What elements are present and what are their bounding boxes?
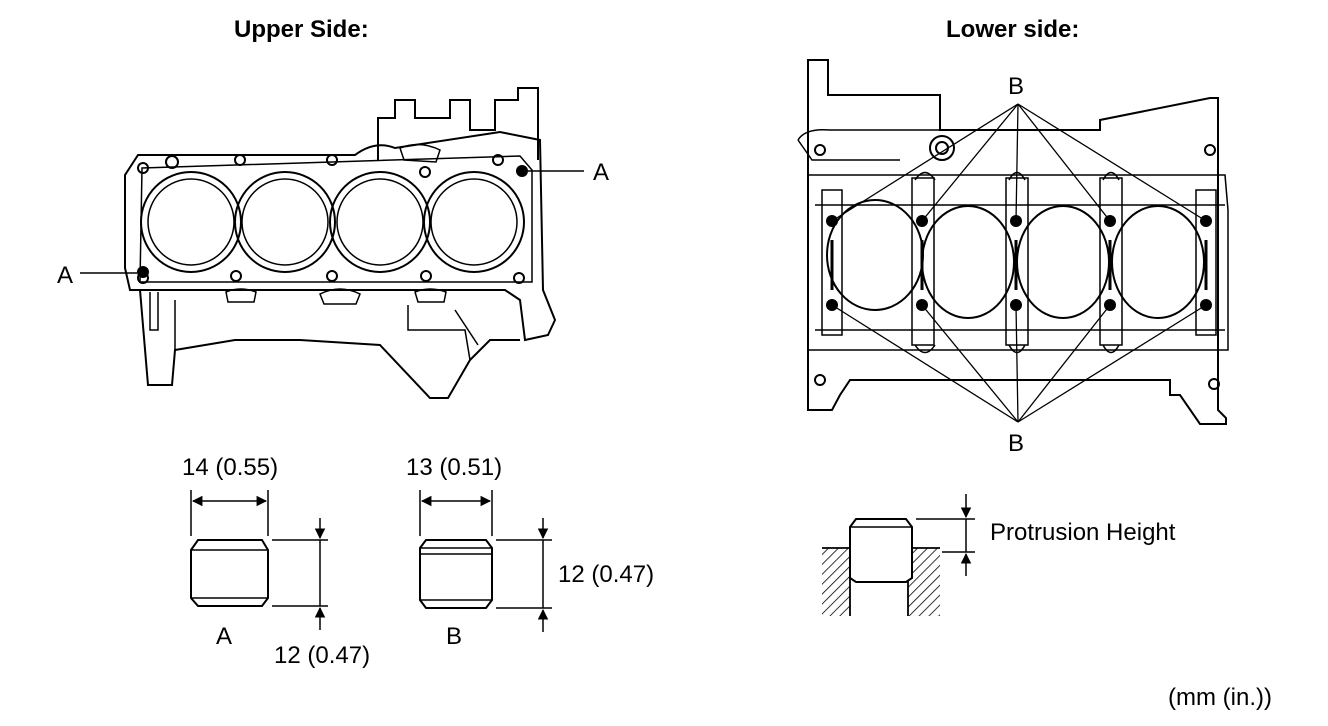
knock-pin-a-marker <box>137 266 149 278</box>
lower-knock-pins <box>826 215 1212 311</box>
callout-b-bottom: B <box>1008 430 1025 457</box>
lower-side-title: Lower side: <box>946 16 1080 43</box>
units-note: (mm (in.)) <box>1168 684 1272 711</box>
upper-block-drawing <box>124 87 557 399</box>
pin-b-label: B <box>446 623 463 650</box>
pin-a-width-dimension: 14 (0.55) <box>182 454 279 481</box>
upper-side-title: Upper Side: <box>234 16 369 43</box>
pin-a-drawing <box>190 490 328 630</box>
knock-pin-a-marker <box>516 165 528 177</box>
pin-b-drawing <box>419 490 552 632</box>
lower-block-drawing <box>797 59 1229 425</box>
pin-a-label: A <box>216 623 233 650</box>
pin-b-width-dimension: 13 (0.51) <box>406 454 503 481</box>
upper-knock-pins <box>80 165 584 278</box>
pin-a-height-dimension: 12 (0.47) <box>274 642 371 669</box>
protrusion-height-label: Protrusion Height <box>990 519 1176 546</box>
lower-leader-lines <box>831 103 1207 423</box>
pin-b-height-dimension: 12 (0.47) <box>558 561 655 588</box>
callout-b-top: B <box>1008 73 1025 100</box>
protrusion-detail-drawing <box>822 494 975 616</box>
callout-a-right: A <box>593 159 610 186</box>
callout-a-left: A <box>57 262 74 289</box>
